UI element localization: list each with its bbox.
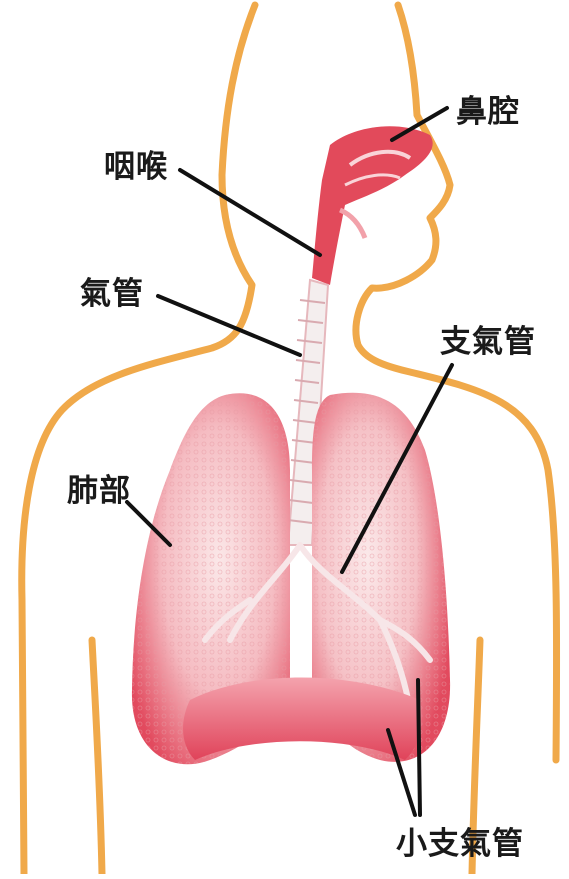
body-outline (22, 5, 557, 874)
leader-line-trachea (158, 296, 300, 355)
label-bronchioles: 小支氣管 (396, 818, 524, 863)
leader-line-bronchioles-2 (418, 680, 420, 815)
label-nasal-cavity: 鼻腔 (456, 86, 520, 131)
label-lungs: 肺部 (67, 465, 131, 510)
label-pharynx: 咽喉 (104, 141, 168, 186)
label-bronchus: 支氣管 (440, 316, 536, 361)
leader-line-pharynx (180, 170, 320, 255)
label-trachea: 氣管 (80, 268, 144, 313)
diaphragm (183, 678, 422, 761)
upper-airway (312, 126, 433, 285)
